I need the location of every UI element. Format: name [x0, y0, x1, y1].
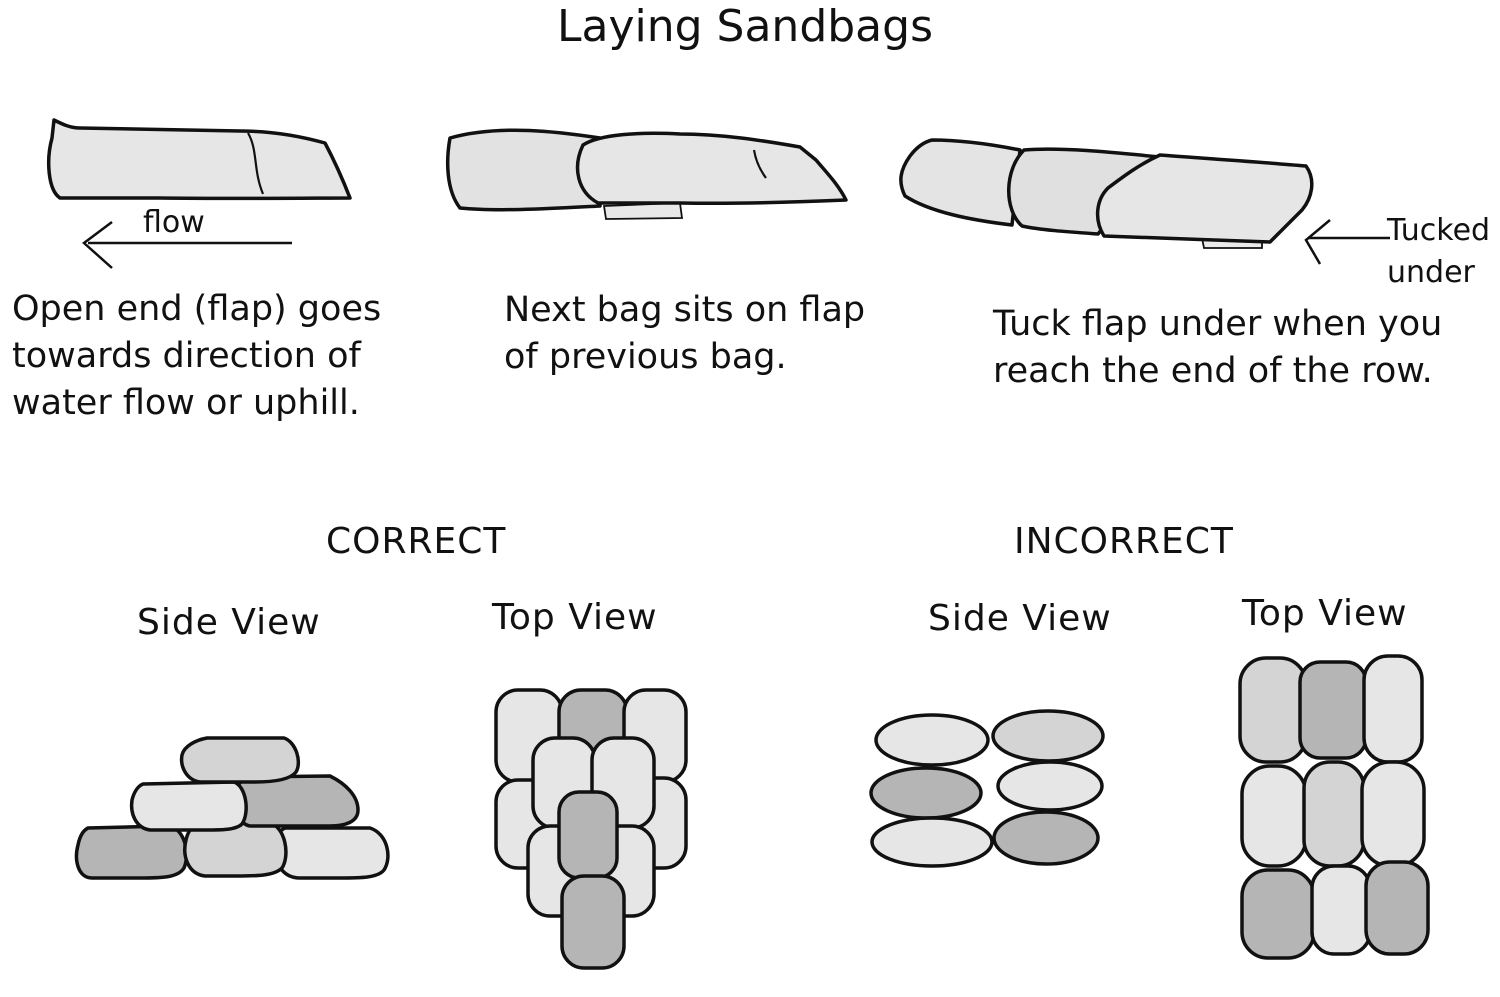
step-1-bag: [46, 118, 352, 201]
tucked-under-label: Tucked under: [1387, 213, 1491, 290]
incorrect-heading: INCORRECT: [1014, 521, 1234, 562]
step-3-caption: Tuck flap under when you reach the end o…: [993, 304, 1443, 391]
incorrect-side-view-label: Side View: [928, 598, 1112, 639]
step-1-caption: Open end (flap) goes towards direction o…: [12, 289, 382, 423]
diagram-title: Laying Sandbags: [557, 1, 933, 52]
correct-top-view-label: Top View: [492, 597, 658, 638]
correct-side-view-label: Side View: [137, 602, 321, 643]
flow-label: flow: [143, 205, 205, 240]
correct-top-view-bags: [494, 688, 688, 970]
incorrect-side-view-bags: [869, 709, 1105, 868]
incorrect-top-view-label: Top View: [1242, 593, 1408, 634]
correct-heading: CORRECT: [326, 521, 507, 562]
tucked-under-arrow-icon: [1304, 219, 1390, 265]
step-3-bags: [899, 138, 1314, 249]
incorrect-top-view-bags: [1238, 654, 1430, 960]
step-2-caption: Next bag sits on flap of previous bag.: [504, 290, 866, 377]
flow-arrow-icon: [82, 221, 292, 269]
correct-side-view-bags: [74, 736, 390, 880]
step-2-bags: [445, 128, 848, 220]
